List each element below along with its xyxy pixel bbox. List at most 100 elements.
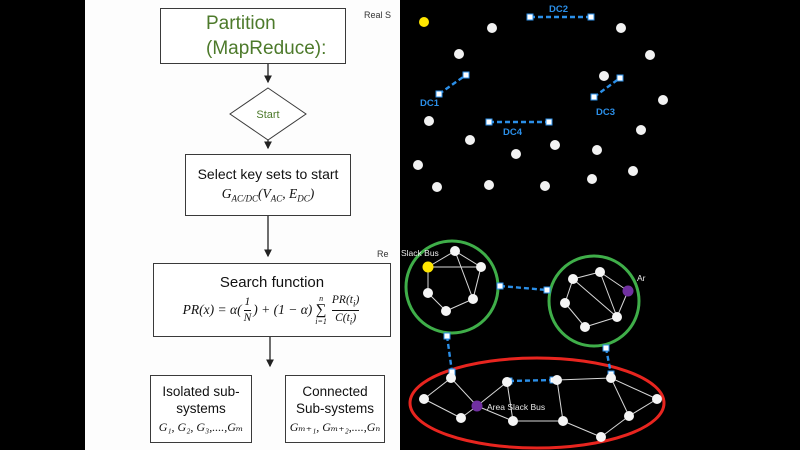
dc2-label: DC2: [549, 4, 568, 15]
dc-link-terminal: [590, 93, 598, 101]
edge: [599, 271, 629, 292]
edge: [628, 398, 658, 417]
bus-node: [446, 373, 456, 383]
connected-label-line2: Sub-systems: [295, 401, 375, 416]
edge: [584, 316, 618, 328]
real-system-caption: Real S: [364, 10, 391, 20]
edge: [423, 377, 452, 400]
dc-link-terminal: [443, 332, 451, 340]
bus-node: [502, 377, 512, 387]
dc-link-terminal: [543, 286, 551, 294]
bus-node: [424, 116, 434, 126]
bus-node: [599, 71, 609, 81]
bus-node: [419, 394, 429, 404]
bus-node: [645, 50, 655, 60]
connected-subsystems-box: Connected Sub-systems Gₘ₊₁, Gₘ₊₂,....,Gₙ: [285, 375, 385, 443]
region-dc-links: [445, 284, 613, 383]
region-b-circle: [547, 254, 641, 348]
bottom-network: Slack Bus Ar Area Slack Bus: [401, 239, 666, 450]
bus-node: [454, 49, 464, 59]
bus-node: [540, 181, 550, 191]
top-network: DC1 DC2 DC3 DC4: [413, 4, 668, 192]
bus-node: [550, 140, 560, 150]
select-step-formula: GAC/DC(VAC, EDC): [221, 186, 315, 204]
main-area-ellipse: [408, 356, 666, 450]
edge: [556, 377, 612, 381]
dc-link-terminal: [616, 74, 624, 82]
slack-bus-node: [422, 261, 434, 273]
bus-node: [587, 174, 597, 184]
main-area-nodes: [419, 373, 662, 442]
bus-node: [413, 160, 423, 170]
dc-link-terminal: [485, 118, 493, 126]
area-slack-bus-label: Area Slack Bus: [487, 402, 545, 412]
isolated-label-line1: Isolated sub-: [162, 384, 240, 399]
slack-bus-label: Slack Bus: [401, 248, 439, 258]
region-b-nodes: [560, 267, 634, 332]
dc-link: [445, 335, 454, 373]
region-a-nodes: [422, 246, 486, 316]
dc-link: [499, 284, 548, 292]
edge: [556, 379, 564, 422]
dc-link-terminal: [602, 344, 610, 352]
fraction: PR(ti)C(ti): [331, 293, 360, 326]
edge: [599, 271, 618, 318]
select-step-label: Select key sets to start: [197, 166, 339, 183]
dc-link-terminal: [545, 118, 553, 126]
bus-node: [468, 294, 478, 304]
flowchart-title-line2: (MapReduce):: [206, 38, 327, 59]
edge: [610, 377, 630, 417]
edge: [572, 278, 618, 318]
bus-node: [484, 180, 494, 190]
start-diamond: Start: [229, 87, 307, 141]
bus-node: [628, 166, 638, 176]
flowchart-title-box: Partition (MapReduce):: [160, 8, 346, 64]
bus-node: [441, 306, 451, 316]
area-slack-bus-node: [622, 285, 634, 297]
dc-links: [438, 15, 621, 124]
edge: [454, 250, 482, 268]
bus-node: [606, 373, 616, 383]
bus-node: [552, 375, 562, 385]
bus-node: [596, 432, 606, 442]
dc-labels: DC1 DC2 DC3 DC4: [420, 4, 615, 138]
edge: [450, 377, 478, 407]
dc3-label: DC3: [596, 107, 615, 118]
real-slack-caption-prefix: Re: [377, 249, 389, 259]
bus-node: [450, 246, 460, 256]
dc4-label: DC4: [503, 127, 523, 138]
isolated-subsystems-box: Isolated sub- systems G₁, G₂, G₃,....,Gₘ: [150, 375, 252, 443]
dc-link: [604, 347, 613, 375]
bus-node: [432, 182, 442, 192]
dc-link-endpoints: [435, 13, 624, 126]
bus-node: [612, 312, 622, 322]
bus-node: [636, 125, 646, 135]
bus-node: [652, 394, 662, 404]
area-slack-bus-node: [471, 400, 483, 412]
connected-formula: Gₘ₊₁, Gₘ₊₂,....,Gₙ: [289, 420, 381, 434]
connected-label-line1: Connected: [302, 384, 368, 399]
dc-link-terminal: [462, 71, 470, 79]
flowchart-connectors: [264, 64, 274, 368]
edge: [472, 266, 482, 300]
bus-node: [568, 274, 578, 284]
bus-node: [558, 416, 568, 426]
bus-node: [624, 411, 634, 421]
dc1-label: DC1: [420, 98, 440, 109]
area-label-partial: Ar: [637, 273, 646, 283]
search-step-label: Search function: [219, 273, 325, 291]
edge: [476, 405, 514, 422]
dc1-link: [438, 74, 467, 95]
dc-link: [508, 378, 554, 383]
isolated-label-line2: systems: [176, 401, 226, 416]
edge: [506, 381, 514, 422]
dc-link-terminal: [587, 13, 595, 21]
edge: [610, 377, 658, 400]
bus-node: [511, 149, 521, 159]
bus-node: [487, 23, 497, 33]
edge: [476, 381, 508, 407]
edge: [423, 398, 462, 419]
bus-node: [508, 416, 518, 426]
